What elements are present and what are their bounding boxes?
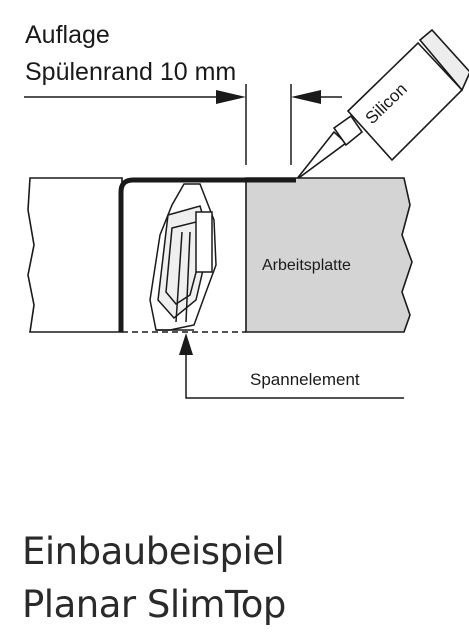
clamp-label: Spannelement bbox=[250, 370, 360, 389]
clamp-pointer-arrow bbox=[179, 333, 404, 399]
clamp-element bbox=[149, 183, 217, 331]
sink-rim bbox=[118, 177, 296, 332]
caption-line1: Einbaubeispiel bbox=[22, 530, 285, 573]
dimension-10mm bbox=[24, 84, 342, 165]
worktop bbox=[27, 177, 413, 333]
silicone-tube bbox=[295, 28, 469, 181]
support-label-line1: Auflage bbox=[25, 21, 110, 49]
support-label-line2: Spülenrand 10 mm bbox=[25, 58, 236, 86]
worktop-label: Arbeitsplatte bbox=[262, 257, 351, 274]
caption-line2: Planar SlimTop bbox=[22, 583, 286, 626]
